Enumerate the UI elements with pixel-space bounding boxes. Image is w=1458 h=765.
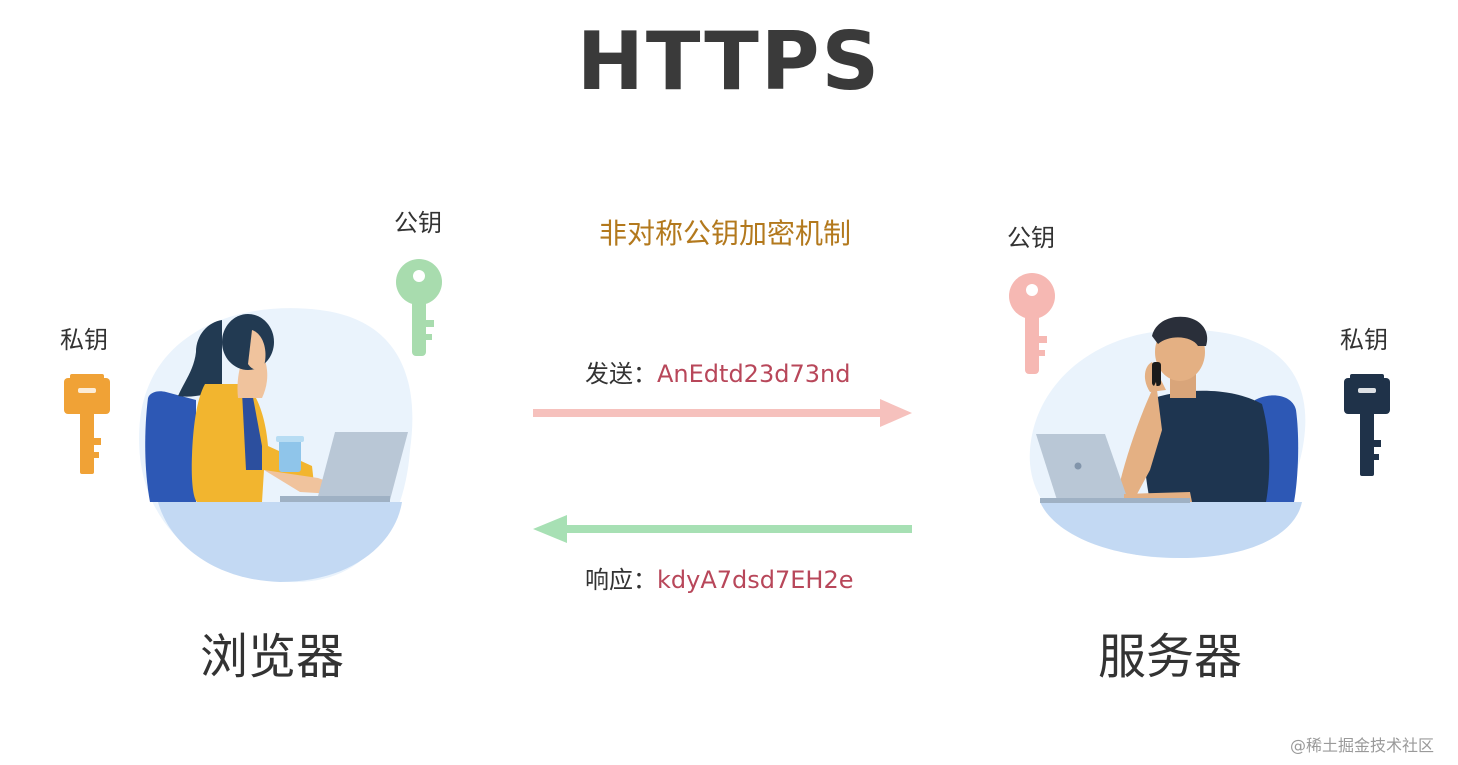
server-label: 服务器 [1098,629,1243,685]
browser-public-key-icon [396,259,442,356]
server-private-key-icon [1344,374,1390,476]
browser-public-key-label: 公钥 [394,209,442,237]
page-title: HTTPS [576,15,882,108]
send-arrow-icon [533,399,912,427]
browser-label: 浏览器 [200,629,345,685]
send-value: AnEdtd23d73nd [657,360,851,388]
man-phone-laptop-illustration [1029,316,1306,559]
browser-private-key-label: 私钥 [60,326,108,354]
watermark: @稀土掘金技术社区 [1290,736,1435,755]
browser-private-key-icon [64,374,110,474]
woman-laptop-illustration [139,308,413,583]
server-public-key-label: 公钥 [1007,224,1055,252]
send-label: 发送： [585,360,657,388]
response-message: 响应：kdyA7dsd7EH2e [585,568,854,592]
response-label: 响应： [585,566,657,594]
response-value: kdyA7dsd7EH2e [657,566,854,594]
server-public-key-icon [1009,273,1055,374]
send-message: 发送：AnEdtd23d73nd [585,362,850,386]
server-private-key-label: 私钥 [1340,326,1388,354]
response-arrow-icon [533,515,912,543]
mechanism-label: 非对称公钥加密机制 [598,217,851,250]
